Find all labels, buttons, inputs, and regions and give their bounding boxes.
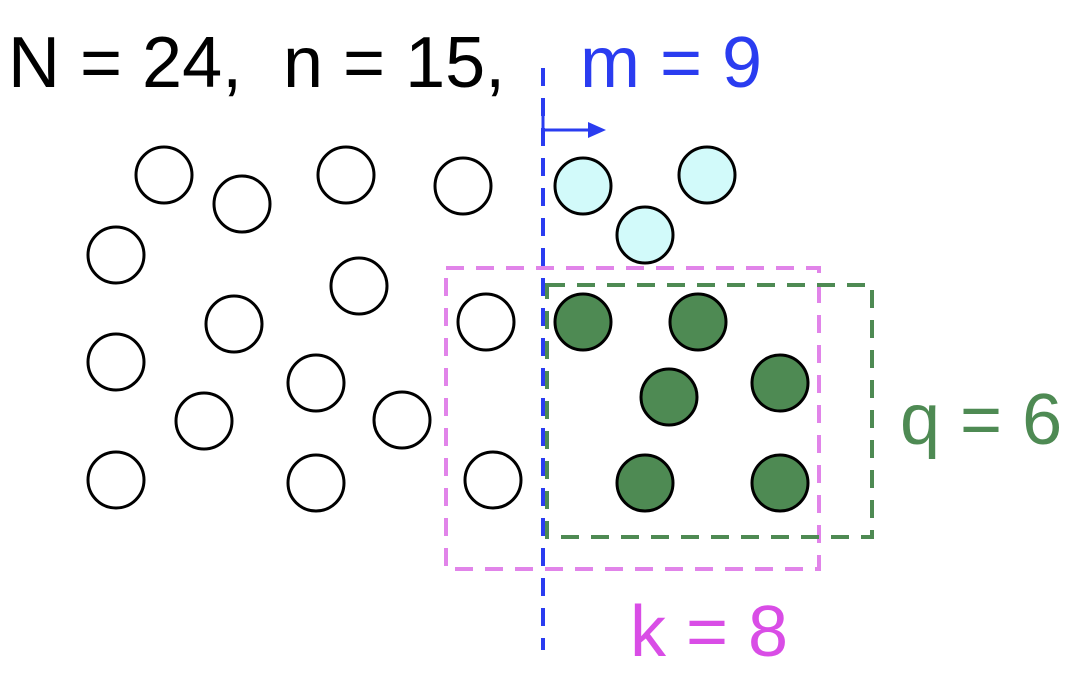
unselected-point	[86, 332, 146, 392]
k-selection-box	[444, 266, 821, 571]
m-only-point	[553, 156, 613, 216]
population-size-label: N = 24,	[8, 23, 243, 103]
unselected-point	[463, 450, 523, 510]
q-point	[750, 353, 810, 413]
unselected-point	[433, 156, 493, 216]
q-label: q = 6	[900, 380, 1063, 460]
k-label: k = 8	[630, 592, 789, 672]
sample-size-label: n = 15,	[283, 23, 506, 103]
q-point	[615, 453, 675, 513]
points-group	[86, 145, 810, 513]
m-direction-arrow	[541, 100, 590, 132]
unselected-point	[316, 145, 376, 205]
q-selection-box	[545, 283, 874, 539]
unselected-point	[212, 174, 272, 234]
q-point	[668, 292, 728, 352]
unselected-point	[204, 294, 264, 354]
unselected-point	[134, 145, 194, 205]
q-point	[639, 367, 699, 427]
q-point	[750, 453, 810, 513]
m-label: m = 9	[580, 23, 763, 103]
unselected-point	[286, 453, 346, 513]
unselected-point	[86, 225, 146, 285]
unselected-point	[456, 292, 516, 352]
q-point	[553, 292, 613, 352]
m-only-point	[615, 205, 675, 265]
unselected-point	[174, 391, 234, 451]
arrow-head-icon	[588, 122, 606, 138]
unselected-point	[86, 450, 146, 510]
unselected-point	[329, 256, 389, 316]
m-only-point	[677, 145, 737, 205]
unselected-point	[286, 353, 346, 413]
unselected-point	[372, 390, 432, 450]
